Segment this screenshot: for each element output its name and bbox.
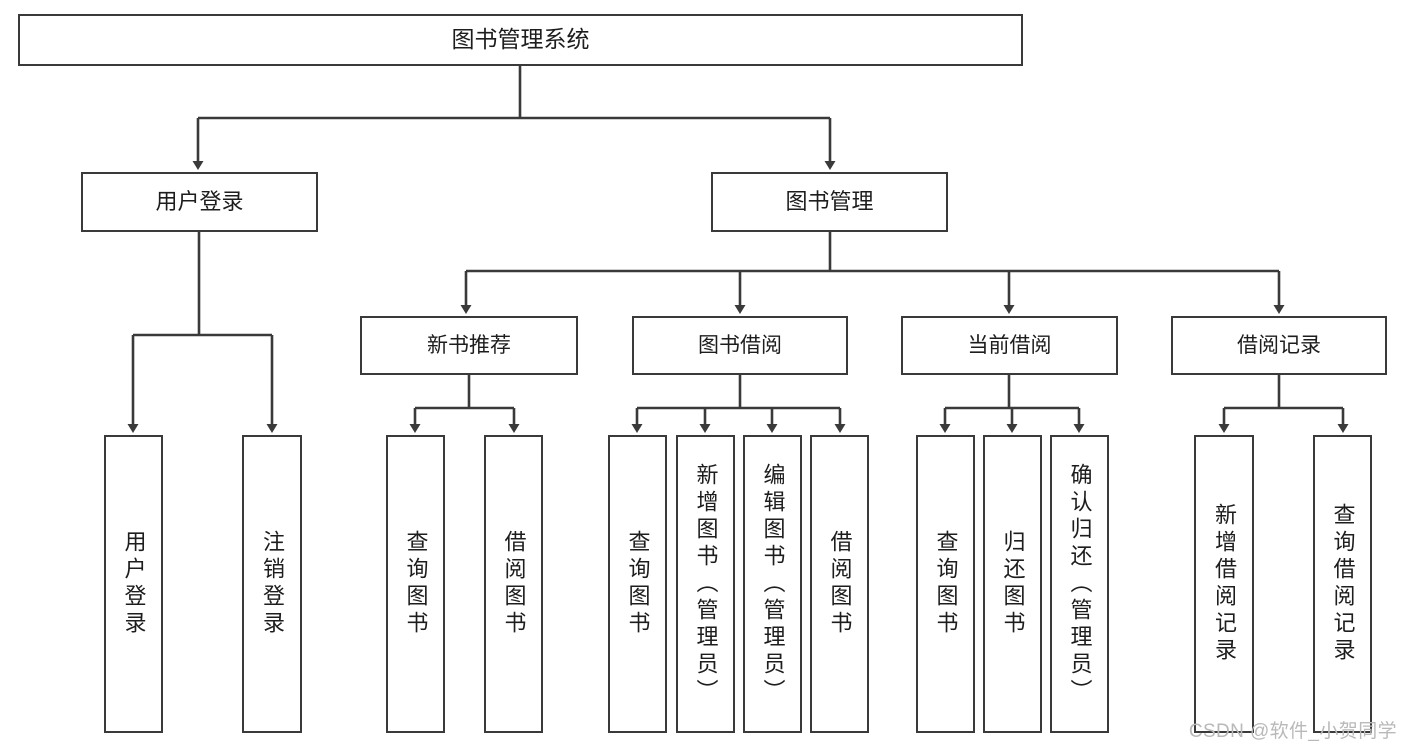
node-label: 注销登录 (260, 530, 285, 638)
node-label: 当前借阅 (967, 333, 1052, 357)
node-label: 查询图书 (403, 530, 429, 638)
leaf-borrow-book-new-recommend[interactable]: 借阅图书 (484, 435, 543, 733)
node-label: 新书推荐 (427, 333, 511, 357)
node-label: 确认归还（管理员） (1067, 462, 1093, 706)
leaf-query-book-borrow[interactable]: 查询图书 (608, 435, 667, 733)
leaf-user-login[interactable]: 用户登录 (104, 435, 163, 733)
node-label: 新增图书（管理员） (693, 462, 719, 706)
node-new-book-recommend[interactable]: 新书推荐 (360, 316, 578, 375)
leaf-query-book-new-recommend[interactable]: 查询图书 (386, 435, 445, 733)
leaf-return-book[interactable]: 归还图书 (983, 435, 1042, 733)
node-label: 图书管理 (785, 188, 874, 214)
node-book-borrow[interactable]: 图书借阅 (632, 316, 848, 375)
leaf-borrow-book[interactable]: 借阅图书 (810, 435, 869, 733)
node-label: 查询图书 (625, 530, 651, 638)
leaf-query-borrow-record[interactable]: 查询借阅记录 (1313, 435, 1372, 733)
leaf-user-logout[interactable]: 注销登录 (242, 435, 302, 733)
node-label: 用户登录 (155, 188, 244, 214)
leaf-confirm-return-admin[interactable]: 确认归还（管理员） (1050, 435, 1109, 733)
leaf-add-borrow-record[interactable]: 新增借阅记录 (1194, 435, 1254, 733)
node-borrow-record[interactable]: 借阅记录 (1171, 316, 1387, 375)
leaf-query-book-current[interactable]: 查询图书 (916, 435, 975, 733)
node-label: 查询借阅记录 (1330, 503, 1356, 665)
node-user-login[interactable]: 用户登录 (81, 172, 318, 232)
node-label: 借阅图书 (501, 530, 527, 638)
node-label: 编辑图书（管理员） (760, 462, 786, 706)
node-label: 用户登录 (121, 530, 147, 638)
node-label: 归还图书 (1000, 530, 1026, 638)
leaf-add-book-admin[interactable]: 新增图书（管理员） (676, 435, 735, 733)
node-current-borrow[interactable]: 当前借阅 (901, 316, 1118, 375)
leaf-edit-book-admin[interactable]: 编辑图书（管理员） (743, 435, 802, 733)
node-label: 图书管理系统 (451, 26, 590, 53)
node-label: 新增借阅记录 (1212, 503, 1237, 665)
node-root[interactable]: 图书管理系统 (18, 14, 1023, 66)
node-label: 图书借阅 (698, 333, 782, 357)
watermark: CSDN @软件_小贺同学 (1188, 721, 1397, 742)
node-label: 借阅图书 (827, 530, 853, 638)
node-label: 查询图书 (933, 530, 959, 638)
node-book-manage[interactable]: 图书管理 (711, 172, 948, 232)
node-label: 借阅记录 (1237, 333, 1321, 357)
